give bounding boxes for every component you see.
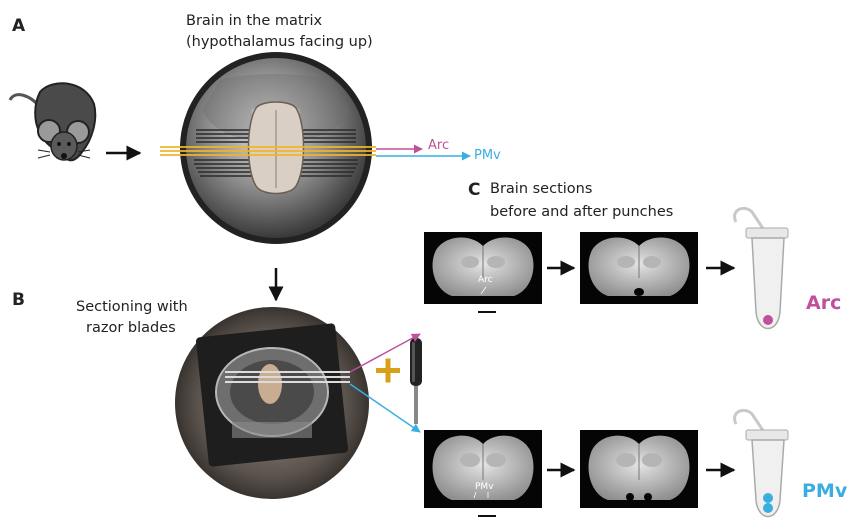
arrow-label-pmv: PMv [474, 148, 501, 163]
caption-section-line1: Sectioning with [76, 298, 188, 317]
arrow-to-arc-slices [350, 334, 420, 372]
caption-matrix-line1: Brain in the matrix [186, 12, 322, 31]
sectioning-image [175, 307, 369, 499]
panel-label-c: C [468, 180, 480, 200]
caption-brain-line2: before and after punches [490, 203, 673, 222]
caption-section-line2: razor blades [86, 319, 176, 338]
tube-icon [735, 208, 788, 328]
brain-slice-arc-before [424, 232, 542, 304]
brain-slice-pmv-after [580, 430, 698, 508]
plus-icon [376, 359, 400, 383]
tube-label-pmv: PMv [802, 480, 847, 502]
tube-label-arc: Arc [806, 292, 841, 314]
slice-label-pmv: PMv [475, 482, 494, 492]
arrow-label-arc: Arc [428, 138, 449, 153]
panel-label-a: A [12, 16, 25, 36]
mouse-icon [10, 83, 95, 160]
brain-slice-arc-after [580, 232, 698, 304]
brain-matrix-image [160, 52, 376, 244]
caption-matrix-line2: (hypothalamus facing up) [186, 33, 373, 52]
caption-brain-line1: Brain sections [490, 180, 592, 199]
panel-label-b: B [12, 290, 25, 310]
tube-icon [735, 410, 788, 516]
slice-label-arc: Arc [478, 275, 493, 285]
screwdriver-icon [410, 338, 422, 424]
brain-slice-pmv-before [424, 430, 542, 508]
